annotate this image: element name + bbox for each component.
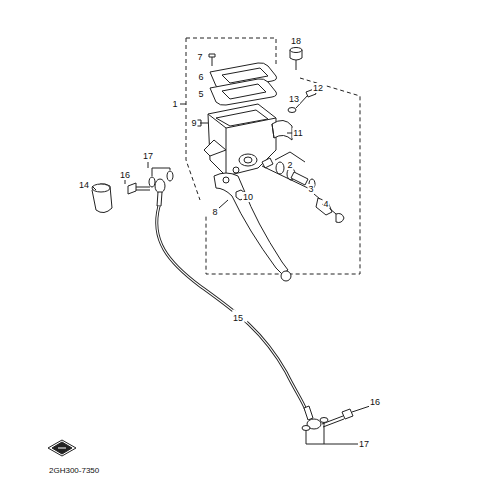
washer [167, 171, 173, 181]
assembly-outline [186, 38, 360, 274]
callout-number: 1 [171, 99, 178, 109]
callout-number: 11 [292, 128, 303, 138]
washer [302, 426, 310, 431]
leader-line [314, 194, 320, 199]
diaphragm-ridge [222, 84, 266, 99]
callout-number: 12 [312, 83, 324, 93]
callout-number: 13 [288, 94, 300, 104]
direction-logo [48, 440, 76, 456]
callout-number: 5 [197, 89, 204, 99]
callout-number: 8 [211, 207, 218, 217]
callout-number: 7 [196, 52, 203, 62]
leader-line [306, 423, 358, 444]
brake-hose [157, 206, 306, 410]
cap [290, 48, 302, 61]
brake-hose-core [157, 206, 306, 410]
leader-line [219, 200, 228, 208]
screw [196, 120, 208, 126]
callout-number: 9 [190, 118, 197, 128]
diaphragm [210, 79, 277, 105]
callout-number: 17 [142, 151, 154, 161]
leader-line [180, 104, 186, 105]
brake-lever [214, 173, 291, 281]
callout-number: 18 [290, 36, 302, 46]
diagram-code: 2GH300-7350 [48, 466, 100, 476]
leader-line [329, 208, 336, 214]
callout-number: 10 [242, 192, 254, 202]
callout-number: 16 [119, 170, 131, 180]
washer [288, 108, 296, 113]
leader-line [352, 406, 370, 412]
callout-number: 4 [322, 199, 329, 209]
washer [320, 418, 328, 423]
callout-number: 16 [369, 397, 381, 407]
boot-cap [336, 214, 344, 223]
banjo-bolt [128, 183, 150, 194]
clamp [272, 120, 292, 140]
leader-line [92, 186, 96, 190]
callout-number: 17 [358, 439, 370, 449]
cylinder-body [204, 104, 276, 176]
callout-number: 6 [197, 72, 204, 82]
callout-number: 14 [78, 180, 90, 190]
callout-number: 3 [307, 184, 314, 194]
banjo-fitting [155, 179, 165, 206]
screw [209, 54, 215, 66]
leader-line [148, 162, 170, 176]
washer [149, 177, 155, 187]
leader-line [125, 180, 126, 184]
rubber-cap [92, 184, 112, 213]
dust-boot [316, 198, 332, 215]
callout-number: 2 [286, 160, 293, 170]
leader-line [296, 60, 297, 70]
callout-number: 15 [232, 313, 244, 323]
